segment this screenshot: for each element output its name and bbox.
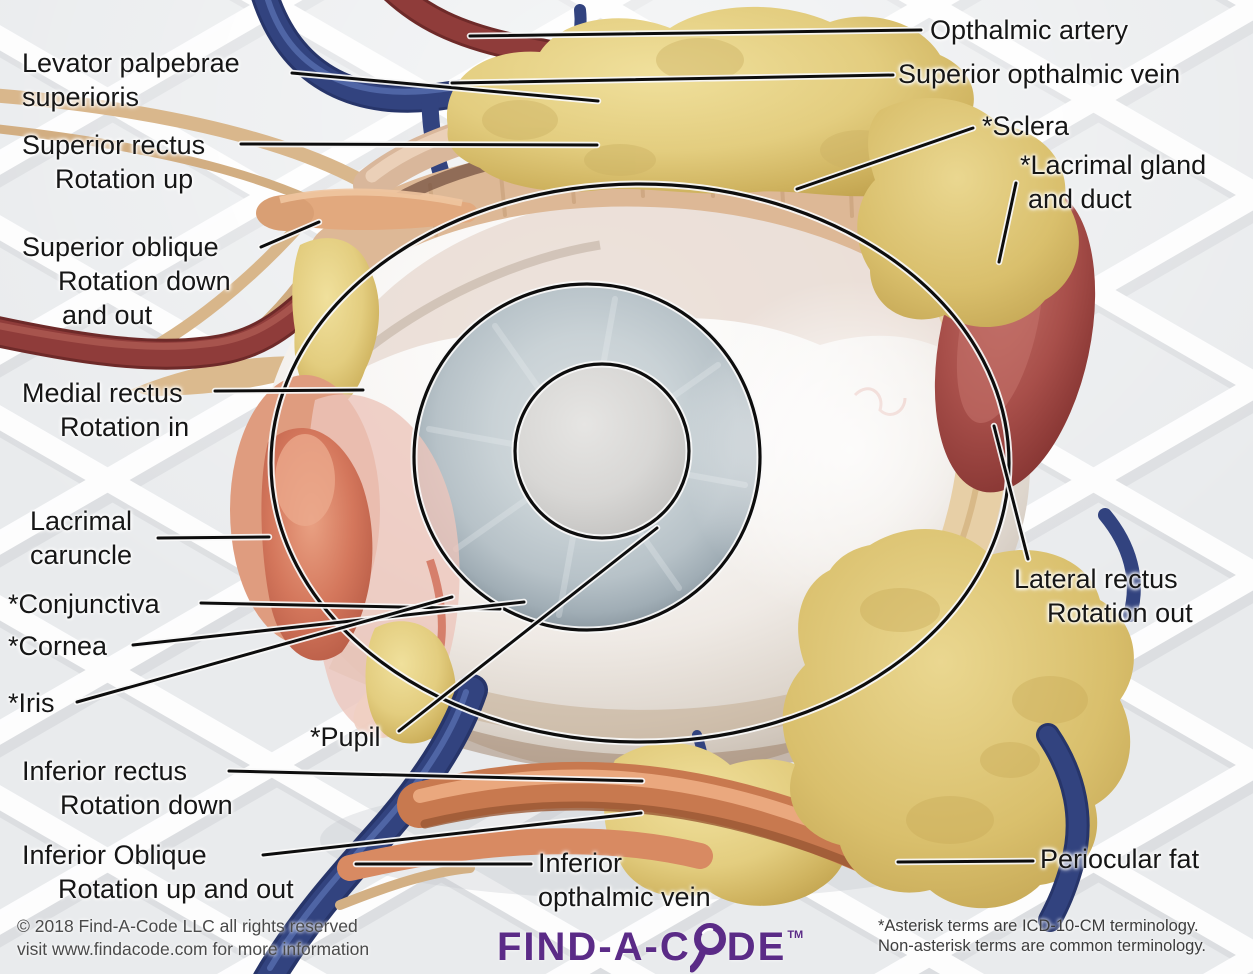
leader-lacrimal-gland xyxy=(995,179,1020,266)
label-line: superioris xyxy=(22,82,140,112)
copyright-line: © 2018 Find-A-Code LLC all rights reserv… xyxy=(17,916,358,936)
fat-bottom-right-shading xyxy=(860,588,1088,844)
label-superior-oblique: Superior oblique Rotation down and out xyxy=(22,230,231,332)
leader-iris xyxy=(73,593,456,706)
label-line: Inferior xyxy=(538,848,623,878)
label-conjunctiva: *Conjunctiva xyxy=(8,587,160,621)
find-a-code-logo: FIND-A-C DETM xyxy=(497,923,803,974)
label-line: Inferior Oblique xyxy=(22,840,207,870)
eye-outline-ellipse xyxy=(267,180,1013,746)
label-line: Superior oblique xyxy=(22,232,219,262)
logo-tm: TM xyxy=(787,929,804,941)
label-superior-ophthalmic-vein: Superior opthalmic vein xyxy=(898,57,1180,91)
label-line: Levator palpebrae xyxy=(22,48,240,78)
label-line: Rotation up xyxy=(55,164,194,194)
label-line: caruncle xyxy=(30,540,133,570)
label-line: *Cornea xyxy=(8,631,108,661)
right-bottom-vein xyxy=(1036,723,1090,932)
label-line: opthalmic vein xyxy=(538,882,711,912)
label-superior-rectus: Superior rectus Rotation up xyxy=(22,128,205,196)
label-periocular-fat: Periocular fat xyxy=(1040,842,1199,876)
leader-pupil xyxy=(395,524,661,735)
label-line: Opthalmic artery xyxy=(930,15,1129,45)
label-line: *Sclera xyxy=(982,111,1070,141)
label-cornea: *Cornea xyxy=(8,629,107,663)
label-line: Medial rectus xyxy=(22,378,183,408)
leader-medial-rectus xyxy=(211,386,367,395)
fat-top xyxy=(446,6,974,197)
label-levator-palpebrae: Levator palpebrae superioris xyxy=(22,46,240,114)
leader-cornea xyxy=(129,598,528,649)
leader-ophthalmic-artery xyxy=(466,26,925,40)
label-line: Rotation in xyxy=(60,412,190,442)
inferior-vein xyxy=(253,674,488,974)
leader-superior-vein xyxy=(448,71,897,87)
copyright-line: visit www.findacode.com for more informa… xyxy=(17,939,370,959)
label-inferior-oblique: Inferior Oblique Rotation up and out xyxy=(22,838,294,906)
bottom-tendon xyxy=(335,863,475,910)
label-lacrimal-gland: *Lacrimal gland and duct xyxy=(1020,148,1206,216)
fat-right-top xyxy=(857,98,1079,327)
label-line: Rotation down xyxy=(60,790,233,820)
label-line: Superior rectus xyxy=(22,130,206,160)
magnifier-icon xyxy=(688,923,728,974)
label-line: *Conjunctiva xyxy=(8,589,160,619)
label-line: *Iris xyxy=(8,688,55,718)
label-line: Lacrimal xyxy=(30,506,133,536)
label-lacrimal-caruncle: Lacrimal caruncle xyxy=(30,504,132,572)
label-line: *Pupil xyxy=(310,722,381,752)
leader-levator xyxy=(288,69,602,105)
label-line: and duct xyxy=(1028,184,1132,214)
label-line: and out xyxy=(62,300,153,330)
pupil-outline-circle xyxy=(511,360,693,542)
leader-lateral-rectus xyxy=(990,422,1032,563)
label-line: Lateral rectus xyxy=(1014,564,1178,594)
leader-caruncle xyxy=(154,533,273,542)
label-iris: *Iris xyxy=(8,686,55,720)
label-pupil: *Pupil xyxy=(310,720,381,754)
label-line: Inferior rectus xyxy=(22,756,188,786)
iris-outline-circle xyxy=(410,280,764,634)
leader-sclera xyxy=(793,124,977,193)
label-inferior-rectus: Inferior rectus Rotation down xyxy=(22,754,233,822)
label-inferior-ophthalmic-vein: Inferior opthalmic vein xyxy=(538,846,711,914)
leader-superior-rectus xyxy=(237,140,601,149)
copyright-text: © 2018 Find-A-Code LLC all rights reserv… xyxy=(17,915,369,961)
label-ophthalmic-artery: Opthalmic artery xyxy=(930,13,1128,47)
label-medial-rectus: Medial rectus Rotation in xyxy=(22,376,189,444)
caruncle-highlight xyxy=(275,434,335,526)
leader-lines xyxy=(73,26,1037,868)
label-lateral-rectus: Lateral rectus Rotation out xyxy=(1014,562,1193,630)
leader-inferior-rectus xyxy=(225,767,646,785)
note-line: *Asterisk terms are ICD-10-CM terminolog… xyxy=(878,917,1199,935)
label-line: Rotation out xyxy=(1047,598,1193,628)
logo-text-left: FIND-A-C xyxy=(497,925,691,969)
terminology-note: *Asterisk terms are ICD-10-CM terminolog… xyxy=(878,916,1206,956)
logo-text-right: DE xyxy=(726,925,787,969)
label-line: Rotation down xyxy=(58,266,231,296)
label-line: Rotation up and out xyxy=(58,874,294,904)
label-line: Periocular fat xyxy=(1040,844,1200,874)
pupil-lens xyxy=(514,363,690,539)
label-sclera: *Sclera xyxy=(982,109,1069,143)
inferior-oblique-muscle xyxy=(337,828,713,881)
leader-superior-oblique xyxy=(257,218,323,251)
note-line: Non-asterisk terms are common terminolog… xyxy=(878,937,1206,955)
fat-bottom-right xyxy=(782,528,1134,909)
label-line: Superior opthalmic vein xyxy=(898,59,1181,89)
leader-inferior-oblique xyxy=(259,809,645,859)
label-line: *Lacrimal gland xyxy=(1020,150,1207,180)
leader-periocular-fat xyxy=(894,857,1037,866)
